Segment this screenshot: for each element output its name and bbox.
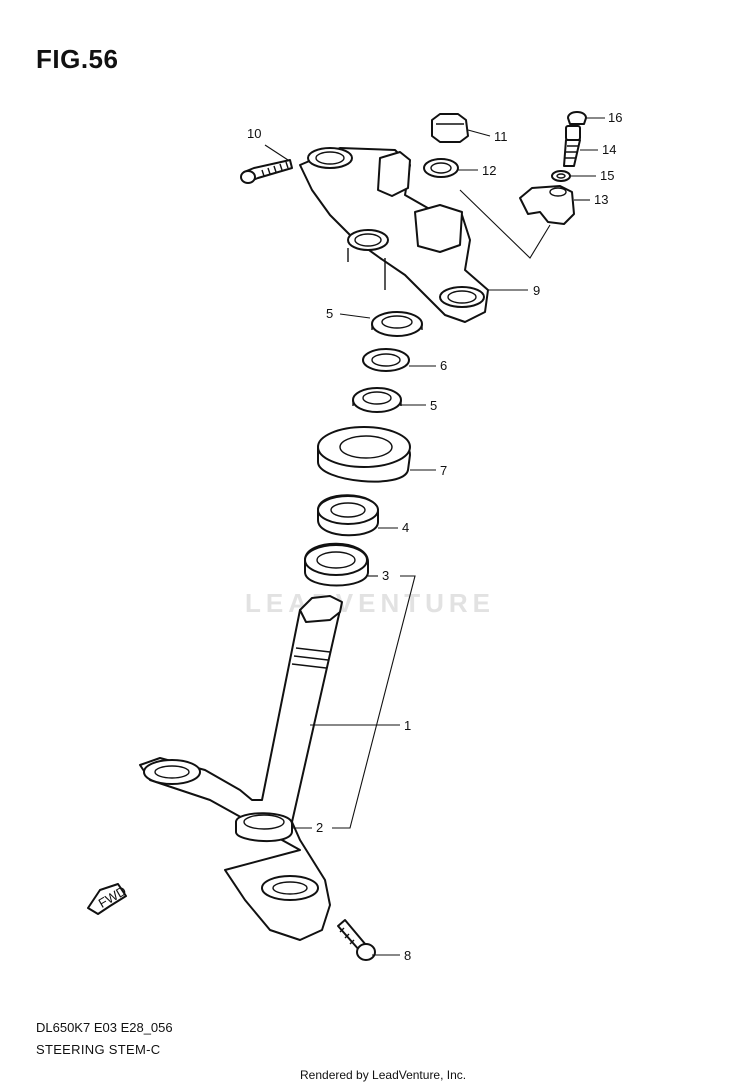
leader-3-to-2 (332, 575, 416, 829)
section-name: STEERING STEM-C (36, 1042, 161, 1057)
upper-bracket-9[interactable] (299, 147, 489, 323)
callout-2: 2 (316, 820, 323, 835)
bolt-8[interactable] (337, 919, 376, 961)
callout-3: 3 (382, 568, 389, 583)
figure-title: FIG.56 (36, 44, 119, 74)
handlebar-holder-13[interactable] (519, 185, 575, 225)
render-credit: Rendered by LeadVenture, Inc. (300, 1068, 467, 1082)
dust-seal-7[interactable] (317, 426, 411, 483)
callout-5-upper: 5 (326, 306, 333, 321)
callout-6: 6 (440, 358, 447, 373)
callout-10: 10 (247, 126, 261, 141)
callout-16: 16 (608, 110, 622, 125)
callout-15: 15 (600, 168, 614, 183)
callout-8: 8 (404, 948, 411, 963)
bearing-4[interactable] (317, 494, 379, 537)
callout-5-lower: 5 (430, 398, 437, 413)
lock-nut-5-upper[interactable] (371, 311, 423, 337)
callout-1: 1 (404, 718, 411, 733)
watermark-text: LEADVENTURE (245, 588, 495, 618)
cap-16[interactable] (567, 111, 587, 125)
bearing-3[interactable] (304, 542, 369, 587)
cap-nut-11[interactable] (431, 113, 469, 143)
callout-7: 7 (440, 463, 447, 478)
leader-5-upper (339, 313, 371, 319)
callout-13: 13 (594, 192, 608, 207)
leader-11 (467, 129, 491, 137)
steering-stem-1[interactable] (139, 595, 343, 941)
washer-15[interactable] (551, 170, 571, 182)
bolt-14[interactable] (563, 125, 581, 167)
leader-10 (264, 144, 289, 161)
callout-11: 11 (494, 129, 508, 144)
bolt-10[interactable] (240, 159, 293, 184)
callout-9: 9 (533, 283, 540, 298)
leader-9-to-13 (459, 189, 551, 259)
callout-4: 4 (402, 520, 409, 535)
washer-6[interactable] (362, 348, 410, 372)
fwd-label: FWD (96, 883, 129, 911)
callout-14: 14 (602, 142, 616, 157)
callout-12: 12 (482, 163, 496, 178)
washer-12[interactable] (423, 158, 459, 178)
fwd-arrow-icon: FWD (87, 883, 129, 915)
lock-nut-5-lower[interactable] (352, 387, 402, 413)
model-code: DL650K7 E03 E28_056 (36, 1020, 173, 1035)
